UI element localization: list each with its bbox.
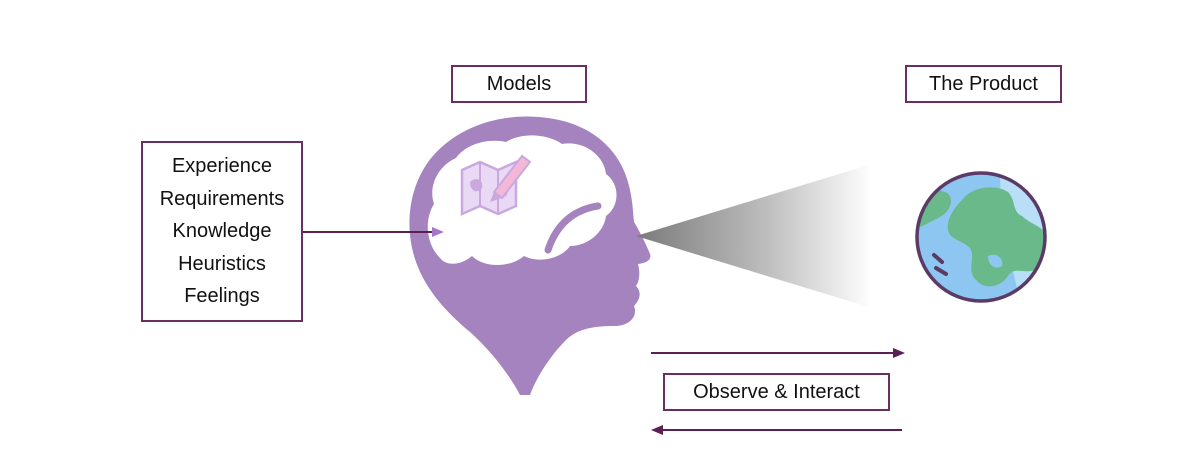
map-with-pencil-icon bbox=[460, 154, 532, 216]
models-label: Models bbox=[486, 72, 552, 95]
input-item: Heuristics bbox=[178, 252, 266, 275]
product-label: The Product bbox=[929, 72, 1038, 95]
product-label-box: The Product bbox=[905, 65, 1062, 103]
input-item: Feelings bbox=[184, 285, 260, 308]
observe-label: Observe & Interact bbox=[693, 380, 860, 403]
input-item: Experience bbox=[171, 155, 273, 178]
arrow-left-head bbox=[651, 425, 663, 435]
input-item: Requirements bbox=[159, 187, 285, 210]
observe-label-box: Observe & Interact bbox=[663, 373, 890, 411]
inputs-list-box: Experience Requirements Knowledge Heuris… bbox=[141, 141, 303, 322]
models-label-box: Models bbox=[451, 65, 587, 103]
globe-icon bbox=[915, 171, 1047, 303]
vision-cone bbox=[636, 164, 872, 308]
input-arrow-head bbox=[432, 227, 444, 237]
input-item: Knowledge bbox=[172, 220, 272, 243]
arrow-right-head bbox=[893, 348, 905, 358]
